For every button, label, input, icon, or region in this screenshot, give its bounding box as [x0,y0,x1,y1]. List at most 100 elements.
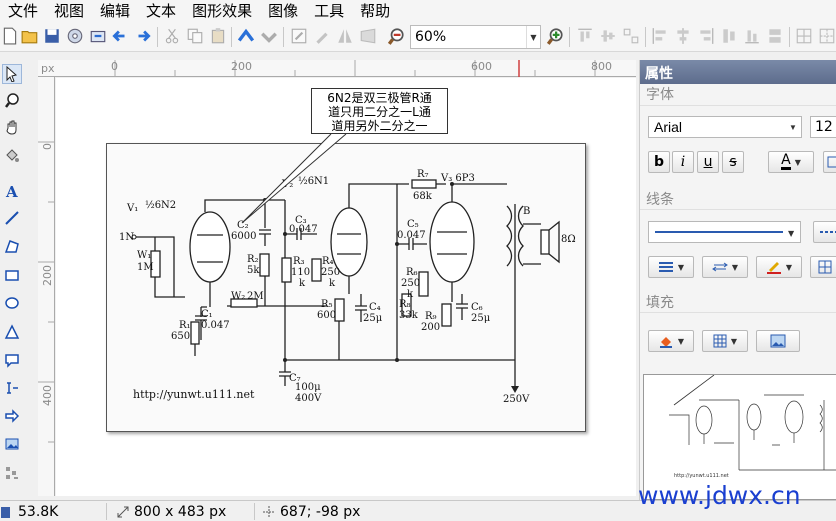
callout-annotation[interactable]: 6N2是双三极管R通 道只用二分之一L通 道用另外二分之一 [311,88,448,134]
label-w2-value: 2M [247,291,264,302]
font-size-value: 12 [815,119,833,135]
copy-icon[interactable] [185,26,205,46]
text-tool-icon[interactable]: A [2,181,22,201]
label-r3: R₃ [293,256,305,267]
step-tool-icon[interactable] [2,378,22,398]
line-color-icon[interactable]: ▼ [756,256,802,278]
font-family-value: Arial [654,119,683,135]
mosaic-tool-icon[interactable] [2,463,22,483]
paste-icon[interactable] [208,26,228,46]
chevron-down-icon[interactable]: ▼ [526,26,540,48]
polygon-tool-icon[interactable] [2,236,22,256]
status-bar: 53.8K 800 x 483 px 687; -98 px [0,500,836,521]
align-vertical-icon[interactable] [719,26,739,46]
vruler-label-400: 400 [41,385,54,406]
undo-icon[interactable] [110,26,130,46]
new-icon[interactable] [0,26,20,46]
download-icon[interactable] [259,26,279,46]
distribute-icon[interactable] [621,26,641,46]
menu-help[interactable]: 帮助 [360,2,391,20]
underline-button[interactable]: u [697,151,719,173]
label-v3: V₃ 6P3 [441,173,475,184]
group-icon[interactable] [794,26,814,46]
align-right-icon[interactable] [696,26,716,46]
menu-edit[interactable]: 编辑 [100,2,131,20]
select-tool-icon[interactable] [2,64,22,84]
callout-line-1: 6N2是双三极管R通 [327,91,432,105]
arrow-tool-icon[interactable] [2,406,22,426]
menu-view[interactable]: 视图 [54,2,85,20]
label-speaker: 8Ω [561,234,576,245]
fill-tool-icon[interactable] [2,145,22,165]
line-width-icon[interactable]: ▼ [648,256,694,278]
triangle-tool-icon[interactable] [2,322,22,342]
label-c7-rating: 400V [295,393,322,404]
ungroup-icon[interactable] [817,26,836,46]
label-r7: R₇ [417,169,429,180]
redo-icon[interactable] [133,26,153,46]
zoom-select[interactable]: 60% ▼ [410,25,541,49]
menu-tools[interactable]: 工具 [314,2,345,20]
cut-icon[interactable] [162,26,182,46]
label-c4-value: 25μ [363,313,383,324]
rectangle-tool-icon[interactable] [2,265,22,285]
flip-icon[interactable] [335,26,355,46]
arrow-style-icon[interactable]: ▼ [702,256,748,278]
text-grid-icon[interactable] [823,151,836,173]
font-family-select[interactable]: Arial ▼ [648,116,802,138]
schematic-image[interactable]: V₁ ½6N2 V₂ ½6N1 R₇ 68k V₃ 6P3 B 8Ω 1N W₁… [106,143,586,432]
align-top-icon[interactable] [575,26,595,46]
line-style-select[interactable]: ▼ [648,221,801,243]
font-size-select[interactable]: 12 [810,116,836,138]
save-as-icon[interactable] [65,26,85,46]
navigator-preview[interactable]: http://yunwt.u111.net [643,374,836,500]
menu-effects[interactable]: 图形效果 [192,2,253,20]
fill-image-icon[interactable] [756,330,800,352]
label-r9: R₉ [425,311,437,322]
chevron-down-icon[interactable]: ▼ [789,122,797,132]
label-r5: R₅ [321,299,333,310]
drawing-canvas[interactable]: V₁ ½6N2 V₂ ½6N1 R₇ 68k V₃ 6P3 B 8Ω 1N W₁… [56,78,636,496]
menu-bar: 文件 视图 编辑 文本 图形效果 图像 工具 帮助 [0,0,836,22]
fill-pattern-icon[interactable]: ▼ [702,330,748,352]
label-v1: V₁ [127,203,139,214]
schematic-drawing [131,179,560,393]
image-tool-icon[interactable] [2,434,22,454]
align-center-icon[interactable] [673,26,693,46]
same-size-icon[interactable] [765,26,785,46]
export-icon[interactable] [88,26,108,46]
strikethrough-button[interactable]: s [722,151,744,173]
label-v2-tube: ½6N1 [298,176,330,187]
pan-tool-icon[interactable] [2,117,22,137]
upload-icon[interactable] [236,26,256,46]
zoom-out-icon[interactable] [386,26,406,46]
perspective-icon[interactable] [358,26,378,46]
line-tool-icon[interactable] [2,208,22,228]
line-grid-icon[interactable] [810,256,836,278]
label-v2: V₂ [282,179,294,190]
align-left-icon[interactable] [650,26,670,46]
bold-button[interactable]: b [648,151,670,173]
open-icon[interactable] [20,26,40,46]
menu-text[interactable]: 文本 [146,2,177,20]
label-r3-value: 110 [291,267,311,278]
zoom-tool-icon[interactable] [2,90,22,110]
dimensions-value: 800 x 483 px [134,504,227,520]
ellipse-tool-icon[interactable] [2,293,22,313]
label-w1: W₁ [137,250,152,261]
save-icon[interactable] [42,26,62,46]
callout-tool-icon[interactable] [2,350,22,370]
fill-color-icon[interactable]: ▼ [648,330,694,352]
edit-icon[interactable] [289,26,309,46]
properties-panel: 属性 字体 Arial ▼ 12 b i u s A▼ 线条 ▼ ▼ ▼ ▼ 填… [639,60,836,500]
zoom-in-icon[interactable] [545,26,565,46]
menu-file[interactable]: 文件 [8,2,39,20]
label-w1-value: 1M [137,262,154,273]
align-middle-icon[interactable] [598,26,618,46]
menu-image[interactable]: 图像 [268,2,299,20]
text-color-button[interactable]: A▼ [768,151,814,173]
italic-button[interactable]: i [672,151,694,173]
brush-icon[interactable] [312,26,332,46]
align-bottom-icon[interactable] [742,26,762,46]
dash-style-icon[interactable] [813,221,836,243]
